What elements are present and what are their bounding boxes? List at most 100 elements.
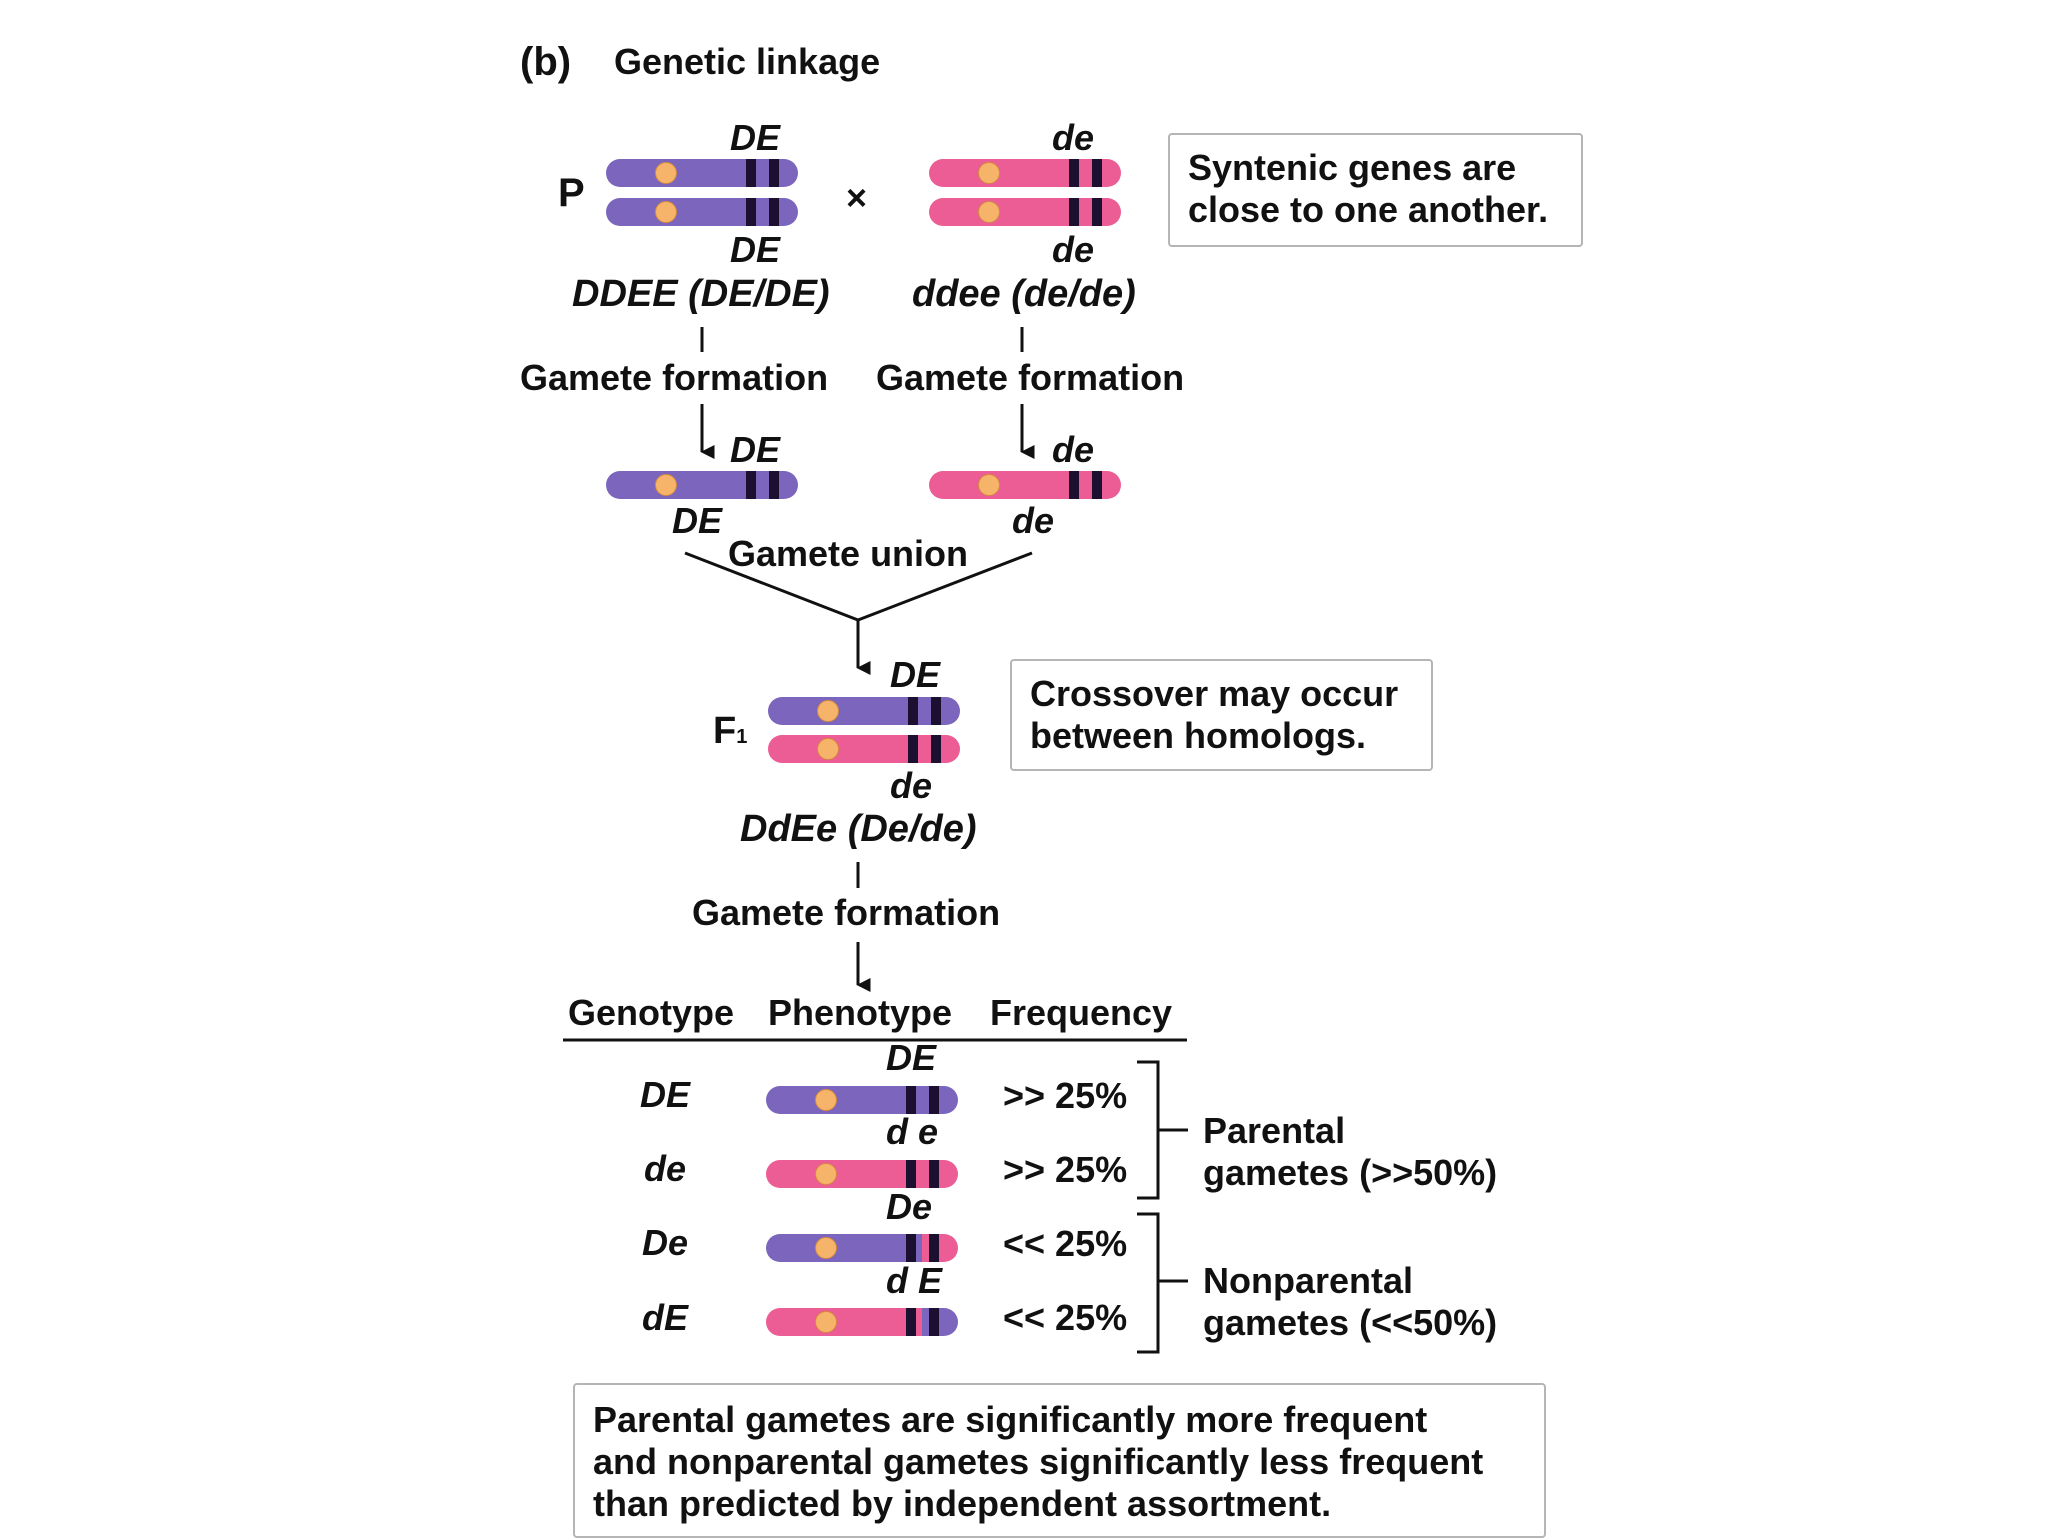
f1-generation-label: F1: [713, 712, 747, 750]
chromosome-row-1-arm: [766, 1086, 922, 1114]
left-parent-allele-bottom: DE: [730, 229, 781, 270]
left-parent-genotype: DDEE (DE/DE): [572, 273, 830, 315]
gamete-formation-label-left: Gamete formation: [520, 357, 829, 398]
chromosome-p-right-bottom-gene-band-1: [1069, 198, 1079, 226]
crossover-note-line-2: between homologs.: [1030, 715, 1367, 756]
chromosome-row-2-gene-band-1: [906, 1160, 916, 1188]
chromosome-row-4-gene-band-1: [906, 1308, 916, 1336]
f1-label-letter: F: [713, 710, 737, 752]
syntenic-note-line-1: Syntenic genes are: [1188, 147, 1517, 188]
chromosome-row-4-arm: [766, 1308, 922, 1336]
chromosome-gamete-right-tip: [1085, 471, 1121, 499]
chromosome-gamete-left: [606, 471, 798, 499]
syntenic-note-box: Syntenic genes are close to one another.: [1168, 133, 1583, 247]
chromosome-f1-top-tip: [924, 697, 960, 725]
chromosome-p-right-top-gene-band-1: [1069, 159, 1079, 187]
chromosome-p-right-bottom-arm: [929, 198, 1085, 226]
column-header-frequency: Frequency: [990, 992, 1173, 1033]
parental-group-line-2: gametes (>>50%): [1203, 1152, 1498, 1193]
gamete-formation-label-right: Gamete formation: [876, 357, 1185, 398]
chromosome-row-4-gene-band-2: [929, 1308, 939, 1336]
chromosome-gamete-left-arm: [606, 471, 762, 499]
left-gamete-allele-top: DE: [730, 429, 781, 470]
row-4-genotype: dE: [642, 1297, 689, 1338]
chromosome-row-2-tip: [922, 1160, 958, 1188]
chromosome-f1-top-gene-band-1: [908, 697, 918, 725]
chromosome-p-left-bottom-gene-band-1: [746, 198, 756, 226]
parental-group-line-1: Parental: [1203, 1110, 1346, 1151]
chromosome-gamete-right-centromere: [978, 474, 1000, 496]
chromosome-f1-bottom: [768, 735, 960, 763]
row-3-frequency: << 25%: [1003, 1223, 1128, 1264]
chromosome-gamete-right-gene-band-2: [1092, 471, 1102, 499]
chromosome-gamete-right-arm: [929, 471, 1085, 499]
chromosome-row-3-gene-band-2: [929, 1234, 939, 1262]
chromosome-row-4-tip: [922, 1308, 958, 1336]
chromosome-row-2: [766, 1160, 958, 1188]
chromosome-row-1-gene-band-2: [929, 1086, 939, 1114]
cross-symbol: ×: [846, 177, 868, 218]
chromosome-row-1: [766, 1086, 958, 1114]
right-parent-allele-top: de: [1052, 117, 1095, 158]
conclusion-line-3: than predicted by independent assortment…: [593, 1483, 1332, 1524]
chromosome-gamete-left-gene-band-2: [769, 471, 779, 499]
f1-label-subscript: 1: [736, 726, 748, 748]
chromosome-p-right-bottom: [929, 198, 1121, 226]
chromosome-f1-bottom-gene-band-2: [931, 735, 941, 763]
chromosome-f1-top-gene-band-2: [931, 697, 941, 725]
chromosome-row-3-centromere: [815, 1237, 837, 1259]
chromosome-row-1-tip: [922, 1086, 958, 1114]
left-parent-allele-top: DE: [730, 117, 781, 158]
chromosome-row-4-centromere: [815, 1311, 837, 1333]
part-label: (b): [520, 40, 572, 84]
f1-allele-bottom: de: [890, 765, 933, 806]
chromosome-row-3-tip: [922, 1234, 958, 1262]
row-2-genotype: de: [644, 1148, 687, 1189]
chromosome-row-1-gene-band-1: [906, 1086, 916, 1114]
column-header-genotype: Genotype: [568, 992, 735, 1033]
chromosome-p-right-top-arm: [929, 159, 1085, 187]
chromosome-p-left-top-arm: [606, 159, 762, 187]
bracket-parental: [1137, 1060, 1160, 1200]
crossover-note-box: Crossover may occur between homologs.: [1010, 659, 1433, 771]
row-2-frequency: >> 25%: [1003, 1149, 1128, 1190]
chromosome-p-right-bottom-centromere: [978, 201, 1000, 223]
row-4-allele: d E: [886, 1260, 943, 1301]
right-parent-genotype: ddee (de/de): [912, 273, 1136, 315]
chromosome-f1-bottom-arm: [768, 735, 924, 763]
chromosome-row-4: [766, 1308, 958, 1336]
parent-generation-label: P: [558, 171, 585, 215]
right-parent-allele-bottom: de: [1052, 229, 1095, 270]
right-gamete-allele-bottom: de: [1012, 500, 1055, 541]
conclusion-line-1: Parental gametes are significantly more …: [593, 1399, 1428, 1440]
row-2-allele: d e: [886, 1111, 939, 1152]
chromosome-p-right-bottom-gene-band-2: [1092, 198, 1102, 226]
chromosome-p-right-top: [929, 159, 1121, 187]
syntenic-note-line-2: close to one another.: [1188, 189, 1549, 230]
row-1-allele: DE: [886, 1037, 937, 1078]
column-header-phenotype: Phenotype: [768, 992, 953, 1033]
crossover-note-line-1: Crossover may occur: [1030, 673, 1399, 714]
f1-allele-top: DE: [890, 654, 941, 695]
chromosome-row-2-arm: [766, 1160, 922, 1188]
chromosome-p-right-top-centromere: [978, 162, 1000, 184]
chromosome-p-right-bottom-tip: [1085, 198, 1121, 226]
chromosome-f1-bottom-centromere: [817, 738, 839, 760]
chromosome-gamete-right-gene-band-1: [1069, 471, 1079, 499]
chromosome-p-left-top-gene-band-2: [769, 159, 779, 187]
conclusion-box: Parental gametes are significantly more …: [573, 1383, 1546, 1538]
chromosome-f1-bottom-gene-band-1: [908, 735, 918, 763]
row-3-allele: De: [886, 1186, 933, 1227]
chromosome-row-1-centromere: [815, 1089, 837, 1111]
left-gamete-allele-bottom: DE: [672, 500, 723, 541]
chromosome-gamete-right: [929, 471, 1121, 499]
chromosome-f1-top-arm: [768, 697, 924, 725]
chromosome-p-left-top-centromere: [655, 162, 677, 184]
chromosome-gamete-left-tip: [762, 471, 798, 499]
chromosome-f1-top: [768, 697, 960, 725]
gamete-union-label: Gamete union: [728, 533, 969, 574]
chromosome-row-3: [766, 1234, 958, 1262]
chromosome-p-left-bottom: [606, 198, 798, 226]
